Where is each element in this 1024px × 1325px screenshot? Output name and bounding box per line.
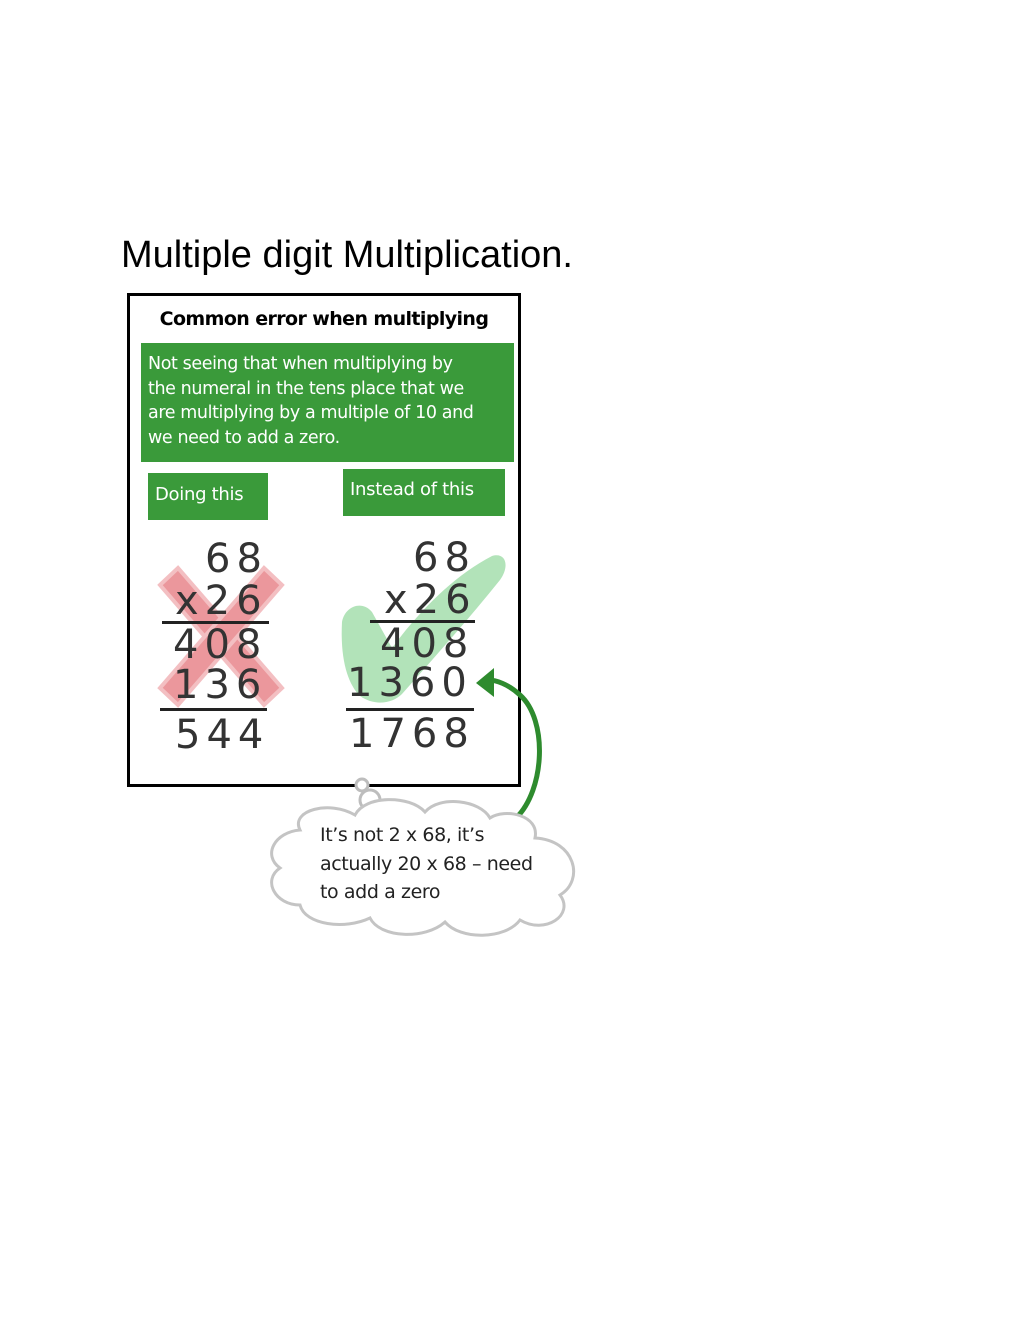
wrong-method-label: Doing this [148,473,268,520]
wrong-partial-1: 408 [173,622,268,668]
callout-line: actually 20 x 68 – need [320,852,533,875]
wrong-partial-2: 136 [173,662,268,708]
explanation-line: Not seeing that when multiplying by [148,354,453,374]
right-top-number: 68 [413,535,476,581]
explanation-line: we need to add a zero. [148,427,340,448]
figure-title: Common error when multiplying [159,308,489,330]
right-method-label: Instead of this [343,469,505,516]
explanation-line: the numeral in the tens place that we [148,378,464,399]
right-multiplier: x26 [384,577,477,623]
right-partial-2: 1360 [347,660,473,706]
wrong-top-number: 68 [205,536,268,582]
wrong-multiplier: x26 [175,578,268,624]
wrong-line-2 [160,708,267,711]
right-line-2 [346,708,474,711]
right-line-1 [370,620,475,623]
callout-line: to add a zero [320,881,441,903]
callout-text: It’s not 2 x 68, it’s actually 20 x 68 –… [320,821,560,907]
right-partial-1: 408 [380,621,475,667]
callout-line: It’s not 2 x 68, it’s [320,824,485,846]
right-total: 1768 [349,711,475,757]
explanation-line: are multiplying by a multiple of 10 and [148,403,474,423]
page-title: Multiple digit Multiplication. [121,234,573,276]
wrong-total: 544 [175,712,270,758]
explanation-box: Not seeing that when multiplying by the … [141,343,514,462]
wrong-line-1 [162,621,269,624]
